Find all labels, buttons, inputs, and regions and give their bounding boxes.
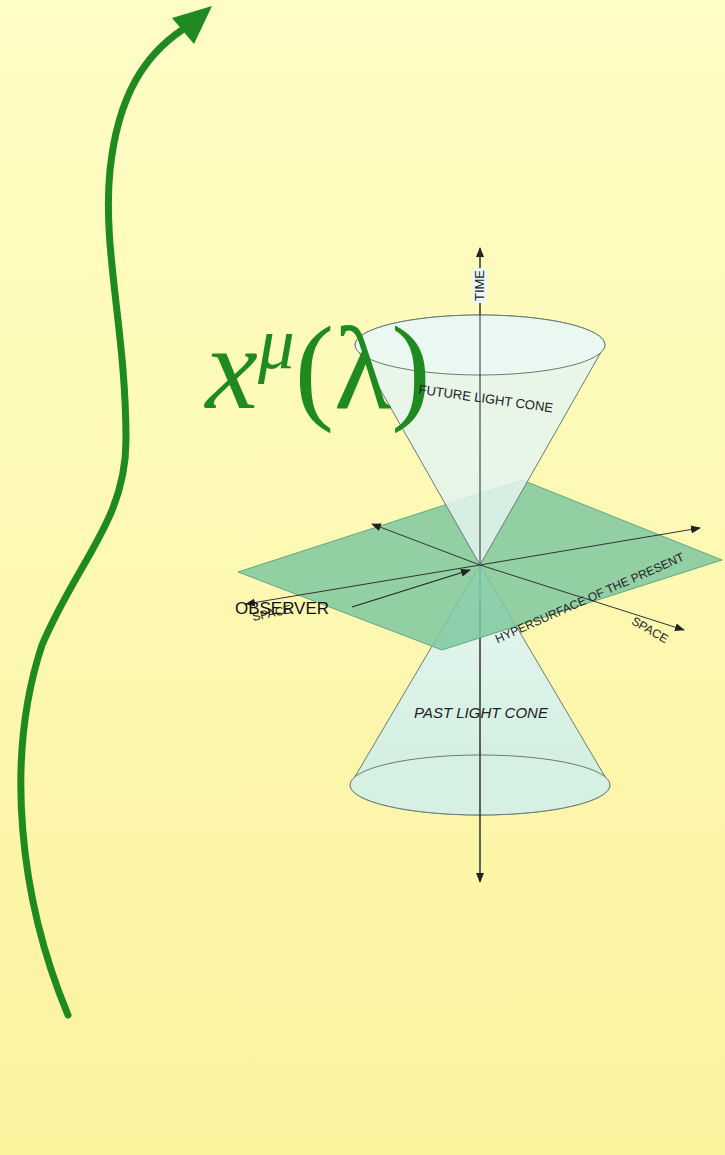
observer-leader [352, 570, 470, 607]
cone-label: PAST LIGHT CONE [414, 705, 548, 720]
space-axis [246, 565, 480, 604]
worldline-curve [21, 30, 182, 1015]
worldline-label: xμ(λ) [206, 307, 431, 428]
time-axis-down [480, 600, 481, 882]
axis-label: TIME [473, 267, 488, 302]
worldline-arrowhead [172, 6, 212, 44]
